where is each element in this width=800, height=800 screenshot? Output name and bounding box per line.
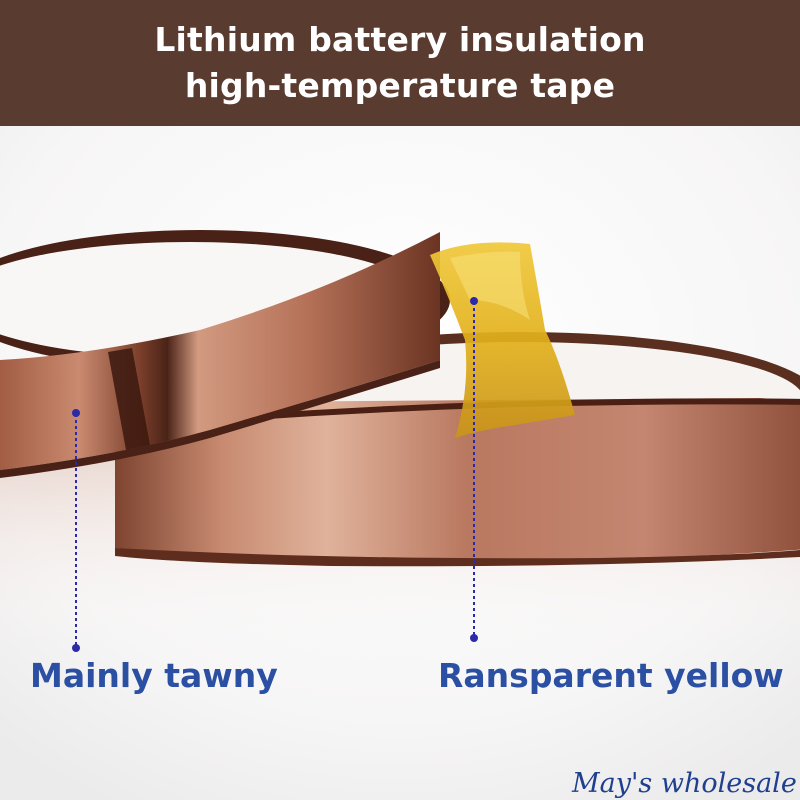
banner-title-line-1: Lithium battery insulation xyxy=(154,20,646,59)
mainly-tawny-label: Mainly tawny xyxy=(30,656,278,695)
store-watermark: May's wholesale xyxy=(572,768,797,799)
left-tape-roll xyxy=(0,230,450,478)
left-callout-dot-bottom xyxy=(72,644,80,652)
left-roll-dark-stripe xyxy=(108,348,150,450)
peeled-amber-tape xyxy=(430,242,575,438)
title-banner: Lithium battery insulation high-temperat… xyxy=(0,0,800,126)
left-roll-side-band xyxy=(0,232,440,470)
left-callout-dot-top xyxy=(72,409,80,417)
amber-tape-highlight xyxy=(450,251,530,320)
right-roll-side-band xyxy=(115,398,800,561)
product-photo xyxy=(0,126,800,800)
transparent-yellow-label: Ransparent yellow xyxy=(438,656,784,695)
right-callout-dot-bottom xyxy=(470,634,478,642)
right-roll-bottom-edge xyxy=(115,548,800,567)
left-roll-bottom-edge xyxy=(0,360,440,478)
right-callout-dot-top xyxy=(470,297,478,305)
banner-title-line-2: high-temperature tape xyxy=(184,66,616,105)
left-callout-line xyxy=(72,409,80,652)
right-callout-line xyxy=(470,297,478,642)
